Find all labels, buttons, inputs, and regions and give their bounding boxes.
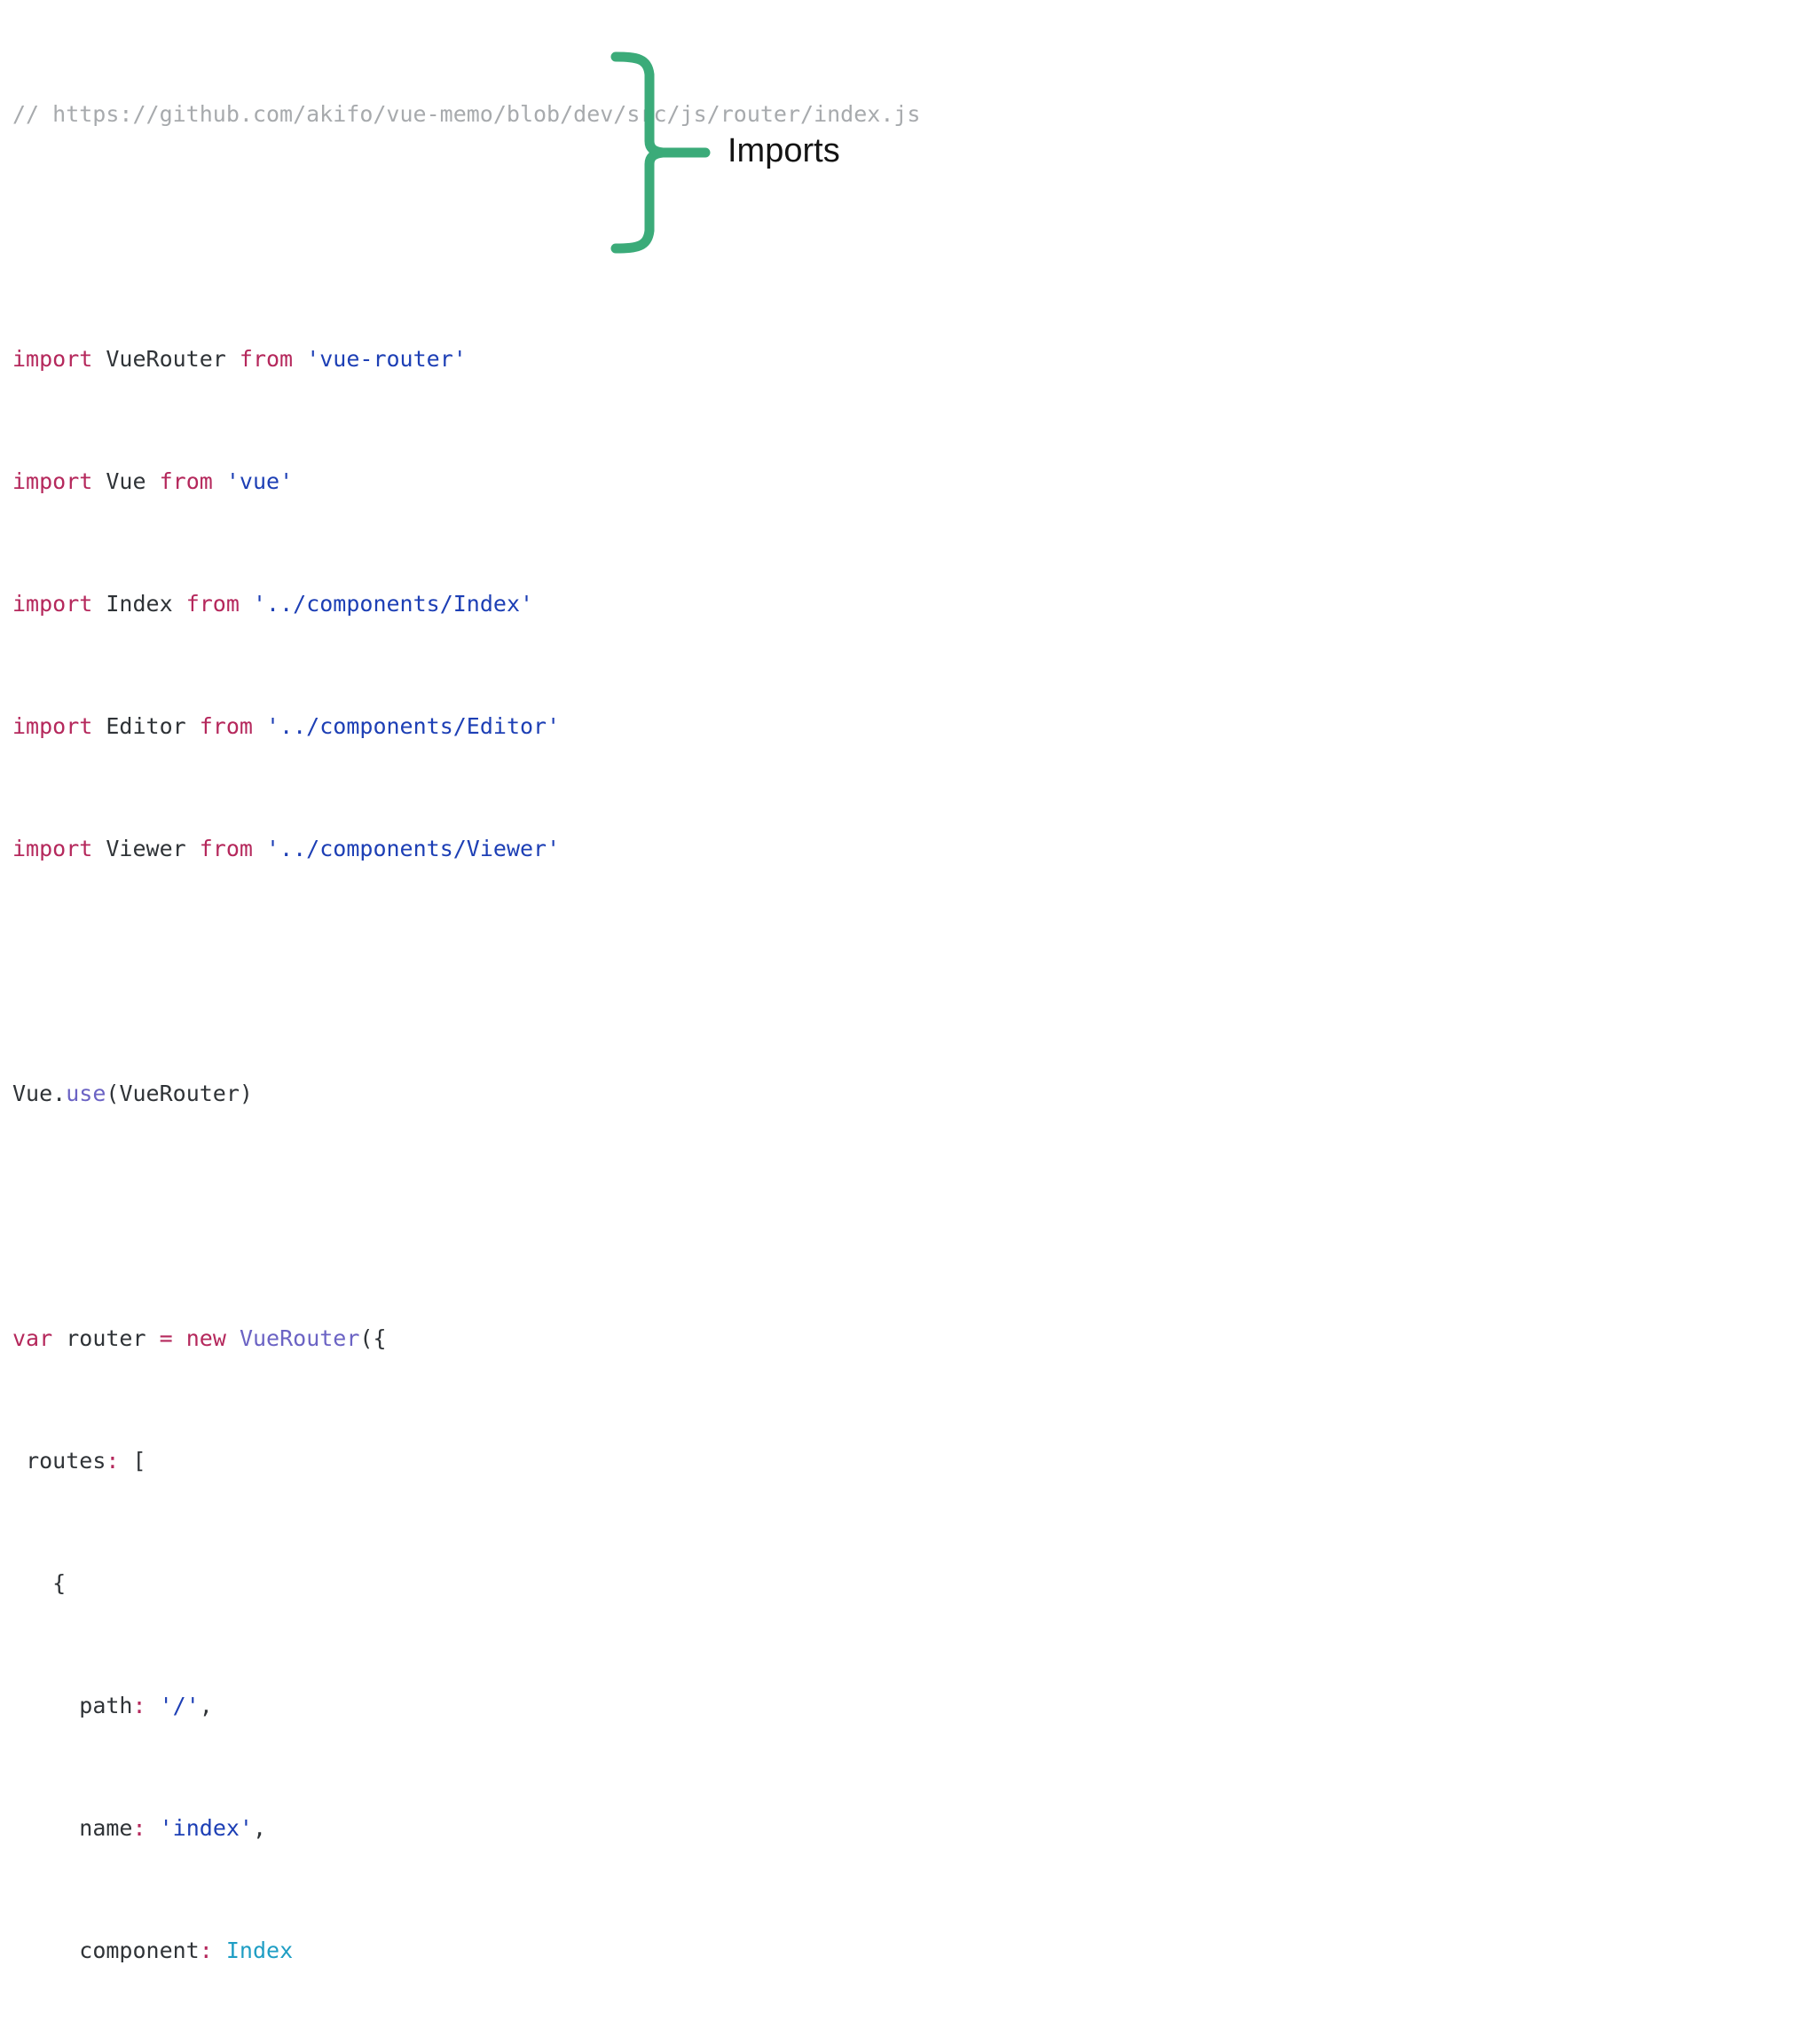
code-line-route-1-name: name: 'index', (12, 1813, 921, 1844)
space (293, 346, 306, 372)
method-use: use (66, 1080, 106, 1106)
space (92, 836, 106, 861)
paren-open: ( (106, 1080, 120, 1106)
indent (12, 1448, 26, 1474)
space (173, 591, 186, 617)
indent (12, 1693, 79, 1718)
code-line-route-1-path: path: '/', (12, 1691, 921, 1722)
space (173, 1325, 186, 1351)
code-line-import-vue: import Vue from 'vue' (12, 467, 921, 498)
identifier-editor: Editor (106, 712, 186, 739)
code-block: // https://github.com/akifo/vue-memo/blo… (12, 7, 921, 2044)
keyword-new: new (185, 1325, 226, 1351)
colon: : (199, 1937, 213, 1963)
dot: . (52, 1080, 67, 1106)
space (92, 713, 106, 739)
space (119, 1448, 132, 1474)
key-name: name (79, 1814, 133, 1841)
value-name-index: 'index' (159, 1814, 253, 1841)
keyword-from: from (239, 345, 294, 372)
space (213, 1938, 226, 1963)
space (92, 346, 106, 372)
keyword-import: import (12, 468, 93, 494)
space (186, 713, 200, 739)
operator-equals: = (159, 1325, 173, 1351)
keyword-import: import (12, 345, 93, 372)
code-line-vue-use: Vue.use(VueRouter) (12, 1079, 921, 1110)
bracket-open: [ (132, 1447, 146, 1474)
indent (12, 1815, 79, 1841)
keyword-var: var (12, 1325, 53, 1351)
indent (12, 1570, 52, 1596)
code-line-routes-open: routes: [ (12, 1446, 921, 1477)
keyword-import: import (12, 835, 93, 861)
string-module-components-viewer: '../components/Viewer' (266, 835, 561, 861)
colon: : (106, 1447, 120, 1474)
indent (12, 1938, 79, 1963)
value-component-index: Index (225, 1937, 294, 1963)
value-path-root: '/' (159, 1692, 200, 1718)
comma: , (199, 1692, 213, 1718)
space (92, 468, 106, 494)
identifier-vuerouter: VueRouter (119, 1080, 240, 1106)
code-line-import-editor: import Editor from '../components/Editor… (12, 711, 921, 743)
annotation-label-imports: Imports (728, 132, 840, 169)
key-path: path (79, 1692, 133, 1718)
code-line-route-open-1: { (12, 1568, 921, 1600)
keyword-from: from (185, 590, 240, 617)
space (253, 836, 266, 861)
brace-open: { (52, 1569, 67, 1596)
keyword-import: import (12, 712, 93, 739)
space (226, 1325, 240, 1351)
identifier-vuerouter: VueRouter (106, 345, 226, 372)
constructor-vuerouter: VueRouter (239, 1325, 360, 1351)
key-routes: routes (26, 1447, 106, 1474)
space (253, 713, 266, 739)
space (213, 468, 226, 494)
keyword-from: from (199, 712, 253, 739)
identifier-vue: Vue (106, 468, 146, 494)
space (226, 346, 240, 372)
space (186, 836, 200, 861)
string-module-components-editor: '../components/Editor' (266, 712, 561, 739)
space (52, 1325, 66, 1351)
key-component: component (79, 1937, 200, 1963)
identifier-viewer: Viewer (106, 835, 186, 861)
code-line-import-viewer: import Viewer from '../components/Viewer… (12, 834, 921, 865)
code-line-route-1-component: component: Index (12, 1936, 921, 1967)
space (146, 1325, 160, 1351)
space (146, 1693, 160, 1718)
keyword-import: import (12, 590, 93, 617)
space (146, 1815, 160, 1841)
code-line-import-vuerouter: import VueRouter from 'vue-router' (12, 344, 921, 375)
space (240, 591, 253, 617)
space (92, 591, 106, 617)
string-module-vue-router: 'vue-router' (306, 345, 467, 372)
code-line-comment: // https://github.com/akifo/vue-memo/blo… (12, 99, 921, 130)
keyword-from: from (159, 468, 213, 494)
code-line-blank (12, 956, 921, 987)
space (146, 468, 160, 494)
code-snippet-canvas: // https://github.com/akifo/vue-memo/blo… (12, 51, 921, 1963)
identifier-index: Index (106, 590, 173, 617)
string-module-vue: 'vue' (225, 468, 294, 494)
paren-close: ) (239, 1080, 253, 1106)
colon: : (132, 1814, 146, 1841)
code-line-var-router: var router = new VueRouter({ (12, 1324, 921, 1355)
open-paren-brace: ({ (359, 1325, 387, 1351)
identifier-router: router (66, 1325, 146, 1351)
code-line-blank (12, 1201, 921, 1232)
identifier-vue: Vue (12, 1080, 53, 1106)
colon: : (132, 1692, 146, 1718)
code-line-import-index: import Index from '../components/Index' (12, 589, 921, 620)
source-url-comment: // https://github.com/akifo/vue-memo/blo… (12, 100, 921, 127)
comma: , (252, 1814, 267, 1841)
keyword-from: from (199, 835, 253, 861)
code-line-blank (12, 222, 921, 253)
string-module-components-index: '../components/Index' (252, 590, 534, 617)
